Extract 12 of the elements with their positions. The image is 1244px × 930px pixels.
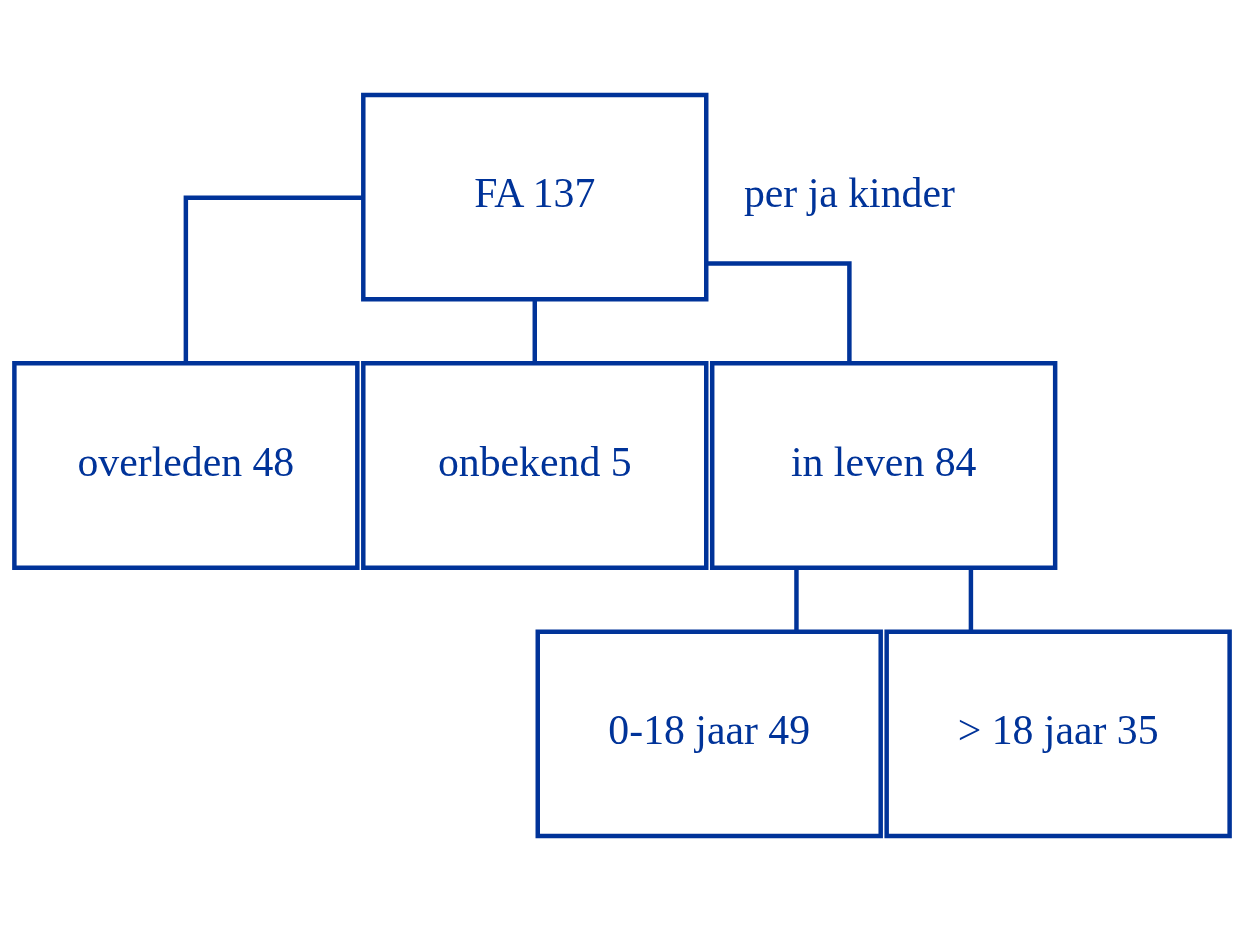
node-box: in leven 84: [709, 360, 1058, 570]
connector: [183, 195, 363, 363]
node-box: FA 137: [361, 92, 709, 301]
node-box: 0-18 jaar 49: [535, 629, 883, 838]
label: per ja kinder: [743, 169, 955, 216]
connector: [532, 298, 537, 363]
connector: [794, 567, 799, 631]
node-box: onbekend 5: [361, 360, 709, 570]
connector: [968, 567, 974, 631]
node-box: overleden 48: [12, 360, 360, 570]
node-box: > 18 jaar 35: [884, 629, 1232, 838]
connector: [706, 260, 852, 363]
